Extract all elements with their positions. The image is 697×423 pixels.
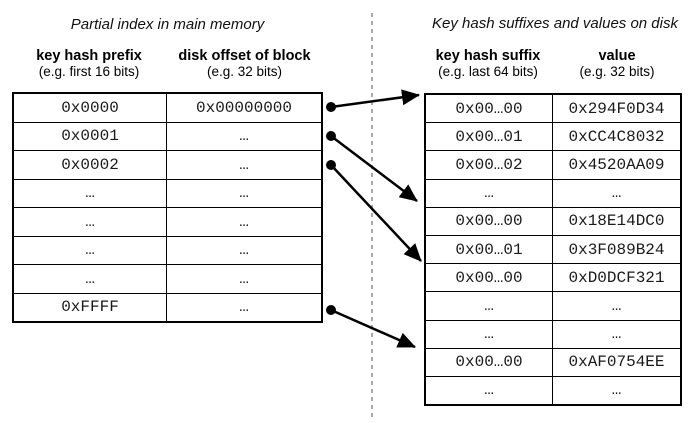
link-dot xyxy=(326,131,336,141)
suffix-cell: 0x00…01 xyxy=(426,235,553,264)
offset-cell: … xyxy=(239,212,249,231)
value-cell: 0x294F0D34 xyxy=(568,99,665,118)
column-sublabel: (e.g. first 16 bits) xyxy=(38,64,140,79)
offset-cell: … xyxy=(239,298,249,317)
link-dot xyxy=(326,305,336,315)
link-dot xyxy=(326,102,336,112)
suffix-cell: 0x00…00 xyxy=(426,207,553,235)
prefix-cell: 0xFFFF xyxy=(14,293,167,321)
value-cell: … xyxy=(611,184,622,203)
link-arrow xyxy=(330,164,422,262)
index-row: …… xyxy=(14,178,321,207)
value-cell: … xyxy=(611,296,622,315)
disk-panel-title: Key hash suffixes and values on disk xyxy=(432,15,678,32)
suffix-cell: … xyxy=(426,292,553,320)
prefix-cell: 0x0002 xyxy=(14,151,167,179)
link-arrow xyxy=(330,308,416,349)
index-row: 0x0000 0x00000000 xyxy=(14,94,321,122)
block-row: 0x00…01 0xCC4C8032 xyxy=(426,122,680,151)
column-sublabel: (e.g. 32 bits) xyxy=(579,64,655,79)
column-label: key hash prefix xyxy=(36,48,142,64)
offset-cell: … xyxy=(239,155,249,174)
memory-panel-title: Partial index in main memory xyxy=(70,16,265,33)
column-label: key hash suffix xyxy=(435,48,541,64)
suffix-cell: 0x00…02 xyxy=(426,151,553,179)
suffix-cell: 0x00…00 xyxy=(426,348,553,376)
block-row: 0x00…00 0x294F0D34 xyxy=(426,95,680,123)
index-row: 0xFFFF … xyxy=(14,292,321,321)
block-row: 0x00…00 0xD0DCF321 xyxy=(426,263,680,292)
column-header-key-hash-prefix: key hash prefix (e.g. first 16 bits) xyxy=(12,48,166,79)
offset-cell: … xyxy=(239,184,249,203)
block-row: 0x00…00 0x18E14DC0 xyxy=(426,206,680,235)
block-row: …… xyxy=(426,375,680,405)
column-header-key-hash-suffix: key hash suffix (e.g. last 64 bits) xyxy=(424,48,552,79)
suffix-cell: … xyxy=(426,179,553,207)
value-cell: 0x4520AA09 xyxy=(568,155,665,174)
offset-cell: … xyxy=(239,269,249,288)
link-dot xyxy=(326,160,336,170)
link-arrow xyxy=(330,135,418,202)
prefix-cell: 0x0000 xyxy=(14,94,167,122)
index-row: 0x0002 … xyxy=(14,150,321,179)
value-cell: 0xAF0754EE xyxy=(568,353,665,372)
block-row: …… xyxy=(426,319,680,348)
offset-cell: 0x00000000 xyxy=(195,98,292,117)
value-cell: 0x3F089B24 xyxy=(568,240,665,259)
index-row: 0x0001 … xyxy=(14,121,321,150)
value-cell: 0xCC4C8032 xyxy=(568,127,665,146)
index-row: …… xyxy=(14,264,321,293)
column-label: disk offset of block xyxy=(178,48,311,64)
column-sublabel: (e.g. last 64 bits) xyxy=(438,64,538,79)
block-row: …… xyxy=(426,291,680,320)
column-header-value: value (e.g. 32 bits) xyxy=(552,48,682,79)
block-row: 0x00…00 0xAF0754EE xyxy=(426,347,680,376)
memory-disk-divider xyxy=(371,13,373,417)
suffix-cell: 0x00…00 xyxy=(426,264,553,292)
offset-cell: … xyxy=(239,241,249,260)
prefix-cell: … xyxy=(14,208,167,236)
value-cell: … xyxy=(611,325,622,344)
value-cell: 0xD0DCF321 xyxy=(568,268,665,287)
column-label: value xyxy=(598,48,636,64)
index-row: …… xyxy=(14,207,321,236)
suffix-cell: 0x00…00 xyxy=(426,95,553,123)
prefix-cell: … xyxy=(14,265,167,293)
suffix-cell: … xyxy=(426,376,553,405)
column-header-disk-offset: disk offset of block (e.g. 32 bits) xyxy=(166,48,323,79)
block-row: 0x00…02 0x4520AA09 xyxy=(426,150,680,179)
block-row: 0x00…01 0x3F089B24 xyxy=(426,234,680,264)
link-arrow xyxy=(330,89,420,109)
column-sublabel: (e.g. 32 bits) xyxy=(206,64,283,79)
offset-cell: … xyxy=(239,127,249,146)
prefix-cell: … xyxy=(14,179,167,207)
index-row: …… xyxy=(14,235,321,264)
suffix-cell: … xyxy=(426,320,553,348)
value-cell: 0x18E14DC0 xyxy=(568,212,665,231)
prefix-cell: 0x0001 xyxy=(14,122,167,150)
value-cell: … xyxy=(611,381,622,400)
block-row: …… xyxy=(426,178,680,207)
suffix-cell: 0x00…01 xyxy=(426,123,553,151)
prefix-cell: … xyxy=(14,236,167,264)
